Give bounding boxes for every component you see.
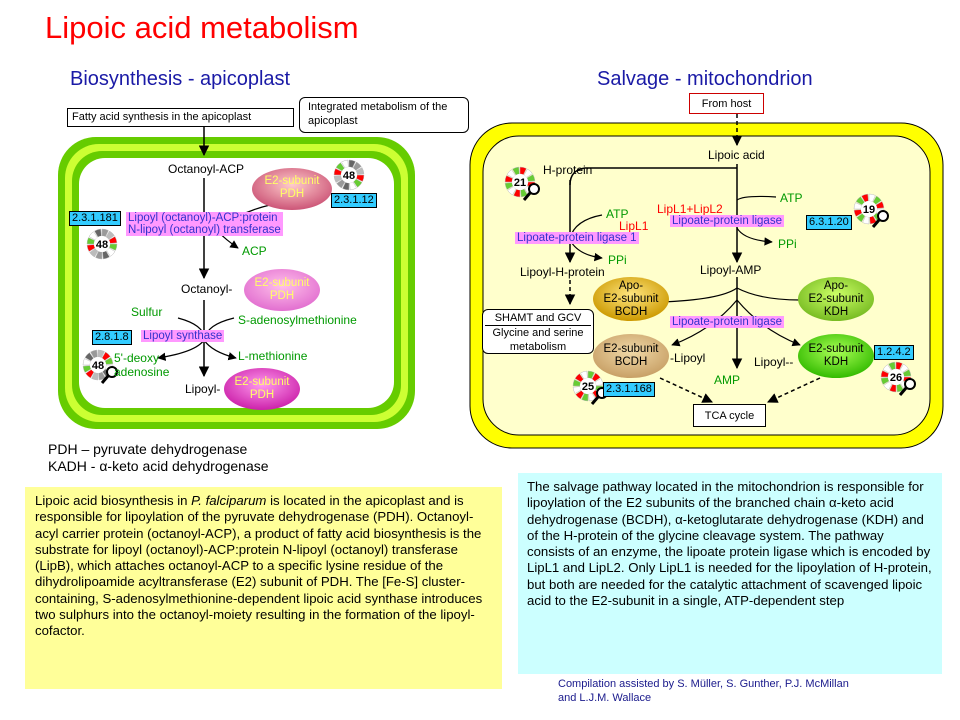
ppi-label-1: PPi [608,253,627,267]
legend-kadh: KADH - α-keto acid dehydrogenase [48,458,269,474]
biosynthesis-description: Lipoic acid biosynthesis in P. falciparu… [25,487,502,689]
magnifier-icon [904,378,916,390]
lipoyl-kdh-label: Lipoyl-- [754,355,794,369]
sam-label: S-adenosylmethionine [238,313,357,327]
ligase1-enzyme-label: Lipoate-protein ligase 1 [515,232,639,244]
count-wheel-label: 19 [863,204,875,216]
pdh-ellipse-1 [252,168,332,210]
lipa-enzyme-label: Lipoyl synthase [141,330,225,342]
count-wheels: 48 48 48 21 19 25 26 [82,159,916,405]
legend-pdh: PDH – pyruvate dehydrogenase [48,441,248,457]
kdh-ellipse [798,334,874,378]
page-title: Lipoic acid metabolism [45,10,359,45]
ppi-label-2: PPi [778,237,797,251]
ec-box-6-3-1-20: 6.3.1.20 [806,215,852,230]
count-wheel: 48 [82,349,118,384]
amp-label: AMP [714,373,741,387]
ligase-enzyme-label-2: Lipoate-protein ligase [670,316,784,328]
ec-box-2-8-1-8: 2.8.1.8 [92,330,132,345]
count-wheel: 26 [880,361,916,396]
count-wheel-label: 25 [582,381,594,393]
acp-label: ACP [242,244,267,258]
credit: Compilation assisted by S. Müller, S. Gu… [558,678,849,704]
glycine-serine-label: Glycine and serine metabolism [492,327,584,353]
count-wheel: 48 [86,228,118,260]
lipoic-acid-label: Lipoic acid [708,148,765,162]
count-wheel-label: 48 [96,239,108,251]
count-wheel-label: 21 [514,177,526,189]
h-protein-label: H-protein [543,163,593,177]
ligase-enzyme-label-1: Lipoate-protein ligase [670,215,784,227]
octanoyl-label: Octanoyl- [181,282,233,296]
pdh-ellipse-2 [244,269,320,311]
lipoyl-label: Lipoyl- [185,382,221,396]
pdh-ellipse-3 [224,368,300,410]
ec-box-1-2-4-2: 1.2.4.2 [874,345,914,360]
count-wheel: 48 [333,159,365,191]
salvage-description: The salvage pathway located in the mitoc… [518,473,942,674]
count-wheel-label: 26 [890,372,902,384]
l-methionine-label: L-methionine [238,349,308,363]
shamt-gcv-label: SHAMT and GCV [485,311,591,326]
octanoyl-acp-label: Octanoyl-ACP [168,162,245,176]
magnifier-icon [877,210,889,222]
count-wheel: 21 [504,166,540,201]
ec-box-2-3-1-12: 2.3.1.12 [331,193,377,208]
count-wheel-label: 48 [92,360,104,372]
magnifier-icon [106,366,118,378]
sulfur-label: Sulfur [131,305,163,319]
count-wheel: 19 [853,193,889,228]
salvage-heading: Salvage - mitochondrion [597,68,813,90]
lipoyl-bcdh-label: -Lipoyl [670,351,706,365]
count-wheel-label: 48 [343,170,355,182]
tca-cycle-box: TCA cycle [693,404,766,427]
lipl1-lipl2-label: LipL1+LipL2 [657,202,723,216]
lipoyl-amp-label: Lipoyl-AMP [700,263,762,277]
integrated-metabolism-box: Integrated metabolism of the apicoplast [299,97,469,133]
apo-bcdh-ellipse [593,277,669,321]
ec-box-2-3-1-168: 2.3.1.168 [603,382,655,397]
legend: PDH – pyruvate dehydrogenase KADH - α-ke… [48,441,269,475]
apo-kdh-ellipse [798,277,874,321]
atp-label-1: ATP [606,207,629,221]
bcdh-ellipse [593,334,669,378]
ec-box-2-3-1-181: 2.3.1.181 [69,211,121,226]
shamt-gcv-box: SHAMT and GCV Glycine and serine metabol… [482,309,594,354]
lipl1-label: LipL1 [619,219,649,233]
lipoyl-h-protein-label: Lipoyl-H-protein [520,265,605,279]
from-host-box: From host [689,93,764,114]
atp-label-2: ATP [780,191,803,205]
magnifier-icon [528,183,540,195]
biosynthesis-heading: Biosynthesis - apicoplast [70,68,291,90]
fatty-acid-synthesis-box: Fatty acid synthesis in the apicoplast [67,108,294,127]
